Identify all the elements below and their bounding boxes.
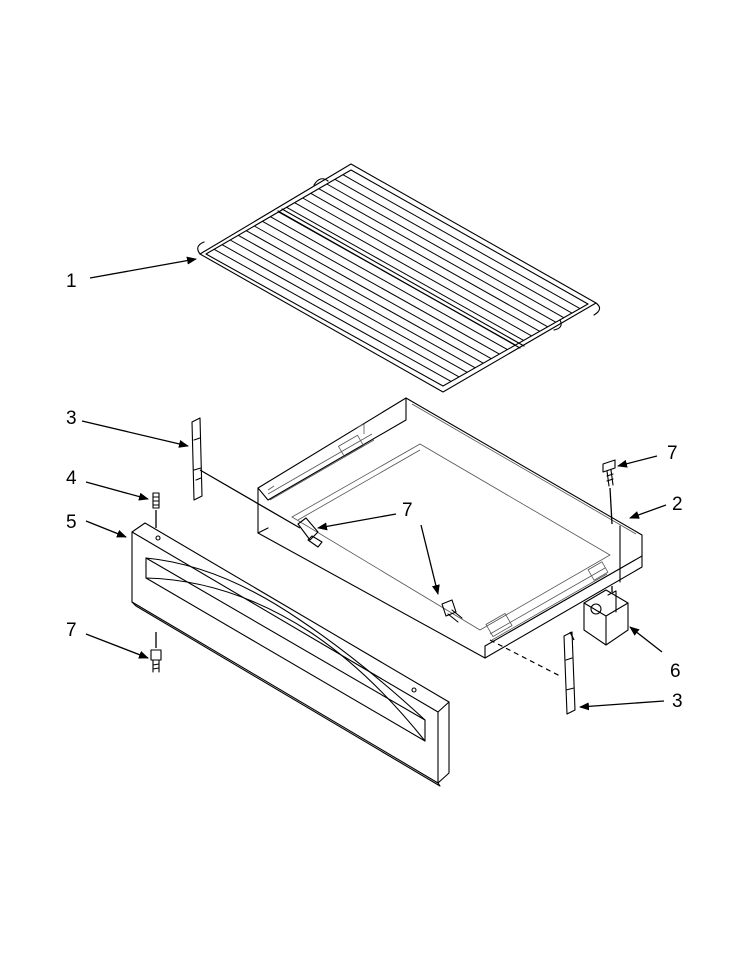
screw-part-drawer-center <box>441 599 463 623</box>
callout-6: 6 <box>670 661 681 682</box>
block-bracket-part <box>583 589 629 646</box>
rack-wire <box>318 188 557 323</box>
callout-7-center: 7 <box>402 500 413 521</box>
callout-4: 4 <box>66 468 77 489</box>
rack-wire <box>229 239 468 373</box>
rack-wire <box>342 174 581 310</box>
screw-part-upper-right <box>602 459 616 487</box>
callout-7-lower-left: 7 <box>66 620 77 641</box>
rack-wire <box>270 216 508 351</box>
callout-7-upper-right: 7 <box>667 443 678 464</box>
rack-wire <box>254 225 492 360</box>
drawer-body-part <box>257 397 643 659</box>
callout-5: 5 <box>66 512 77 533</box>
rack-wire <box>286 206 524 341</box>
screw-part-drawer-left <box>297 517 323 548</box>
alignment-lines <box>155 469 613 677</box>
oven-rack-part <box>197 163 601 393</box>
callout-2: 2 <box>672 494 683 515</box>
slide-bracket-right-part <box>563 631 576 715</box>
rack-wire <box>310 192 548 328</box>
rack-wire <box>237 234 476 369</box>
callout-1: 1 <box>66 271 77 292</box>
drawer-front-panel-part <box>131 522 450 787</box>
callout-3-lower: 3 <box>672 691 683 712</box>
callout-3-upper: 3 <box>66 408 77 429</box>
slide-bracket-left-part <box>191 417 203 501</box>
rack-wire <box>278 211 516 346</box>
rack-wire <box>221 244 460 378</box>
callout-labels: 1 2 3 3 4 5 6 7 7 7 <box>66 271 683 712</box>
rack-wire <box>294 202 532 337</box>
stud-part <box>152 492 160 509</box>
callout-leaders <box>81 256 667 711</box>
rack-wire <box>326 183 565 319</box>
rack-wire <box>262 220 500 355</box>
rack-wire <box>213 248 452 382</box>
rack-wire <box>334 178 573 314</box>
rack-wire <box>246 230 484 364</box>
rack-wire <box>302 197 540 332</box>
screw-part-lower-left <box>150 649 162 673</box>
